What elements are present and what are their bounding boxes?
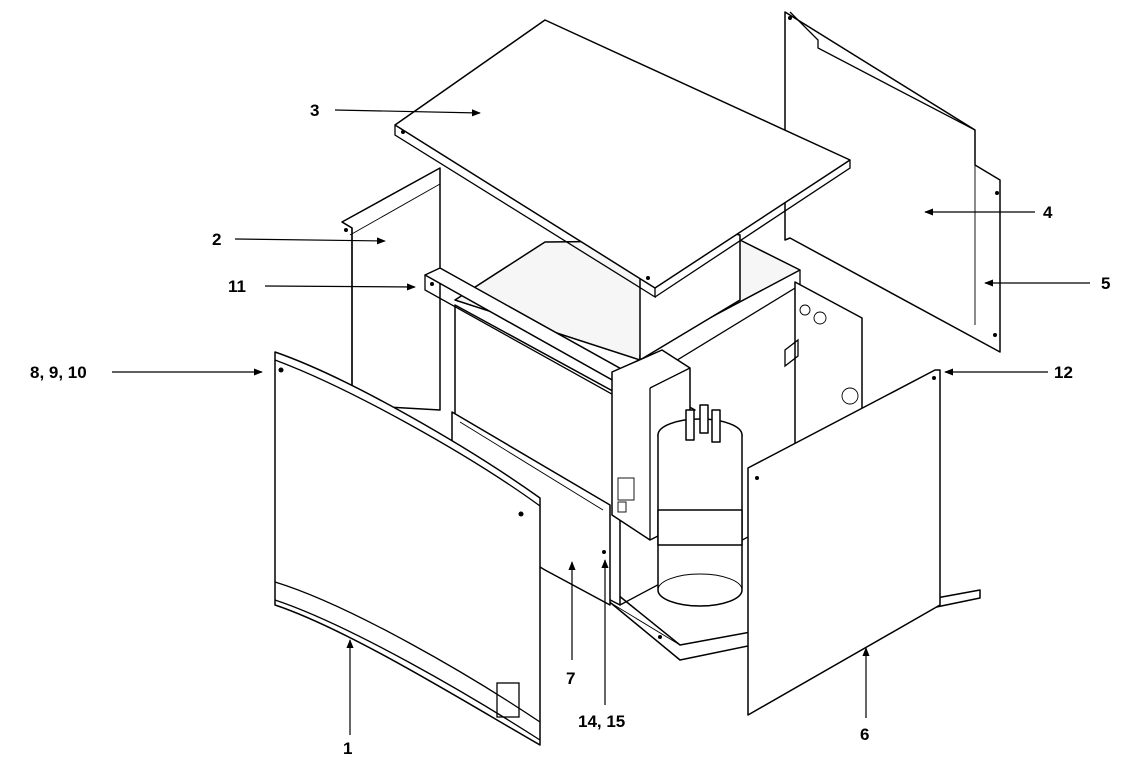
callout-12: 12	[1054, 363, 1073, 382]
callout-2: 2	[212, 230, 221, 249]
front-door-panel	[274, 351, 541, 746]
leader-lines	[112, 109, 1090, 735]
callout-7: 7	[566, 669, 575, 688]
callout-4: 4	[1043, 203, 1053, 222]
top-panel	[394, 19, 851, 299]
right-side-panel	[747, 369, 941, 716]
callout-5: 5	[1101, 274, 1110, 293]
left-side-panel	[341, 167, 441, 411]
callout-3: 3	[310, 101, 319, 120]
cylinder-tank	[657, 404, 743, 607]
callout-1: 1	[343, 739, 352, 758]
callout-6: 6	[860, 725, 869, 744]
back-panel	[784, 11, 1001, 353]
callout-labels: 3 2 11 4 5 8, 9, 10 12 1 7 14, 15 6	[30, 101, 1110, 758]
callout-14-15: 14, 15	[578, 712, 625, 731]
callout-8-9-10: 8, 9, 10	[30, 363, 87, 382]
callout-11: 11	[228, 277, 246, 296]
